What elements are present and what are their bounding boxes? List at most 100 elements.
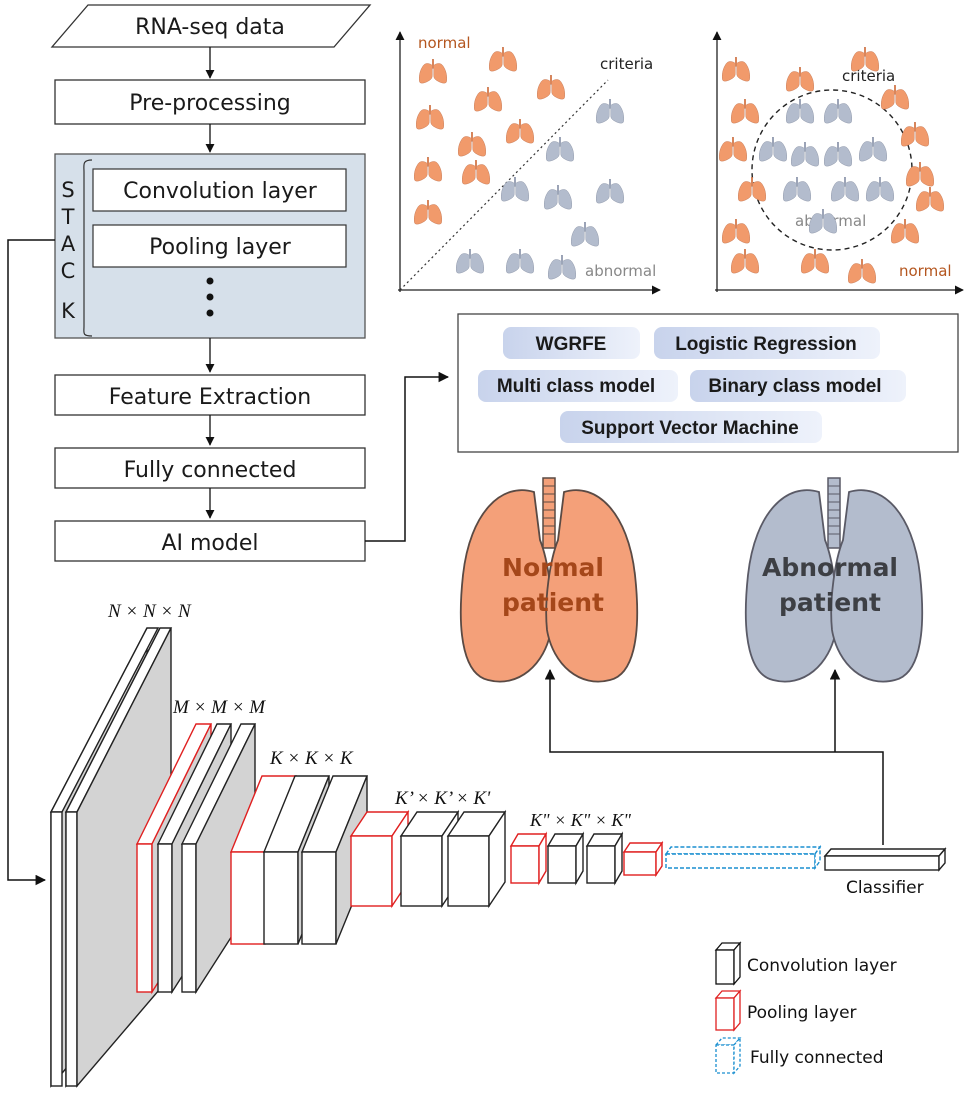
stack-ellipsis-dot [206, 309, 214, 317]
normal-lung-icon: Normal patient [459, 477, 639, 683]
linear-criteria-line [399, 79, 609, 291]
abnormal-outcome-line2: patient [779, 588, 881, 617]
stack-letter-k: K [61, 299, 76, 323]
normal-lung-icon [721, 57, 751, 82]
normal-lung-icon [413, 157, 443, 182]
fully-connected-label: Fully connected [124, 458, 297, 483]
stack-ellipsis-dot [206, 293, 214, 301]
stack-conv-label: Convolution layer [123, 179, 318, 204]
normal-lung-icon [737, 177, 767, 202]
normal-lung-icon [457, 132, 487, 157]
legend-conv-swatch [714, 941, 742, 986]
fully-connected-box [54, 447, 366, 489]
abnormal-lung-icon [865, 177, 895, 202]
abnormal-lung-icon [595, 99, 625, 124]
ai-model-label: AI model [161, 531, 258, 556]
normal-lung-icon [721, 219, 751, 244]
normal-lung-icon [785, 67, 815, 92]
normal-lung-icon [536, 75, 566, 100]
stack-conv-box [92, 168, 347, 212]
ai-to-models-arrow [365, 371, 450, 542]
normal-lung-icon [418, 59, 448, 84]
cnn-conv-block [546, 831, 585, 886]
normal-lung-icon [413, 200, 443, 225]
abnormal-lung-icon [547, 255, 577, 280]
normal-lung-icon [900, 122, 930, 147]
cnn-dim-label: K × K × K [269, 748, 354, 769]
ai-model-box [54, 520, 366, 562]
cnn-pooling-block [622, 840, 664, 878]
stack-letter-s: S [61, 178, 74, 202]
stack-to-cnn-arrow [7, 239, 55, 886]
normal-lung-icon [488, 47, 518, 72]
abnormal-lung-icon [782, 177, 812, 202]
abnormal-outcome-line1: Abnormal [762, 553, 898, 582]
circle-criteria-label: criteria [842, 67, 895, 85]
feature-extraction-box [54, 374, 366, 416]
abnormal-lung-icon [543, 185, 573, 210]
model-label: Binary class model [708, 376, 881, 397]
abnormal-lung-icon [758, 137, 788, 162]
stack-letter-t: T [61, 205, 75, 229]
legend-pool-swatch [714, 989, 742, 1032]
stack-pool-box [92, 224, 347, 268]
normal-lung-icon [847, 259, 877, 284]
cnn-classifier-block [823, 847, 947, 872]
abnormal-lung-icon [570, 222, 600, 247]
cnn-pooling-block [349, 809, 410, 909]
cnn-dim-label: M × M × M [172, 697, 266, 718]
normal-lung-icon [880, 85, 910, 110]
normal-lung-icon [415, 105, 445, 130]
model-tag-multiclass [478, 370, 678, 402]
cnn-dim-label: K" × K" × K" [529, 810, 631, 830]
preprocessing-label: Pre-processing [129, 91, 290, 116]
model-label: WGRFE [536, 334, 607, 355]
classifier-to-outcome-arrows [544, 668, 884, 845]
normal-lung-icon [800, 249, 830, 274]
stack-pool-label: Pooling layer [149, 235, 292, 260]
stack-letter-a: A [61, 232, 76, 256]
classifier-label: Classifier [846, 878, 924, 898]
abnormal-lung-icon [858, 137, 888, 162]
normal-lung-icon [718, 137, 748, 162]
normal-lung-icon [730, 249, 760, 274]
cnn-fully-connected-block [664, 844, 822, 871]
normal-lung-icon [905, 162, 935, 187]
normal-outcome-line2: patient [502, 588, 604, 617]
abnormal-lung-icon [830, 177, 860, 202]
model-label: Support Vector Machine [581, 418, 798, 439]
legend-fc-swatch [714, 1036, 742, 1075]
cnn-architecture: Classifier N × N × N M × M × M K × K × K… [49, 601, 947, 1088]
scatter-circle: criteria abnormal normal [712, 31, 964, 295]
stack-ellipsis-dot [206, 277, 214, 285]
normal-lung-icon [890, 219, 920, 244]
model-label: Logistic Regression [675, 334, 857, 355]
abnormal-lung-icon [455, 249, 485, 274]
scatter-linear: normal criteria abnormal [395, 31, 661, 295]
abnormal-lung-icon [823, 99, 853, 124]
abnormal-lung-icon [823, 142, 853, 167]
model-tag-svm [560, 411, 822, 443]
abnormal-lung-icon: Abnormal patient [744, 477, 924, 683]
abnormal-lung-icon [545, 137, 575, 162]
preprocessing-box [54, 79, 366, 125]
abnormal-lung-icon [505, 249, 535, 274]
normal-outcome-line1: Normal [502, 553, 604, 582]
legend-fc-label: Fully connected [750, 1048, 884, 1068]
cnn-conv-block [180, 723, 257, 995]
abnormal-lung-icon [595, 179, 625, 204]
normal-lung-icon [915, 187, 945, 212]
model-tag-binary [690, 370, 906, 402]
stack-letter-c: C [61, 259, 76, 283]
cnn-dim-label: N × N × N [107, 601, 192, 622]
input-parallelogram [50, 4, 372, 48]
model-label: Multi class model [497, 376, 655, 397]
abnormal-lung-icon [500, 177, 530, 202]
legend-pool-label: Pooling layer [747, 1003, 857, 1023]
cnn-pooling-block [509, 831, 548, 886]
legend-conv-label: Convolution layer [747, 956, 897, 976]
normal-lung-icon [730, 99, 760, 124]
abnormal-lung-icon [785, 99, 815, 124]
feature-extraction-label: Feature Extraction [109, 385, 311, 410]
